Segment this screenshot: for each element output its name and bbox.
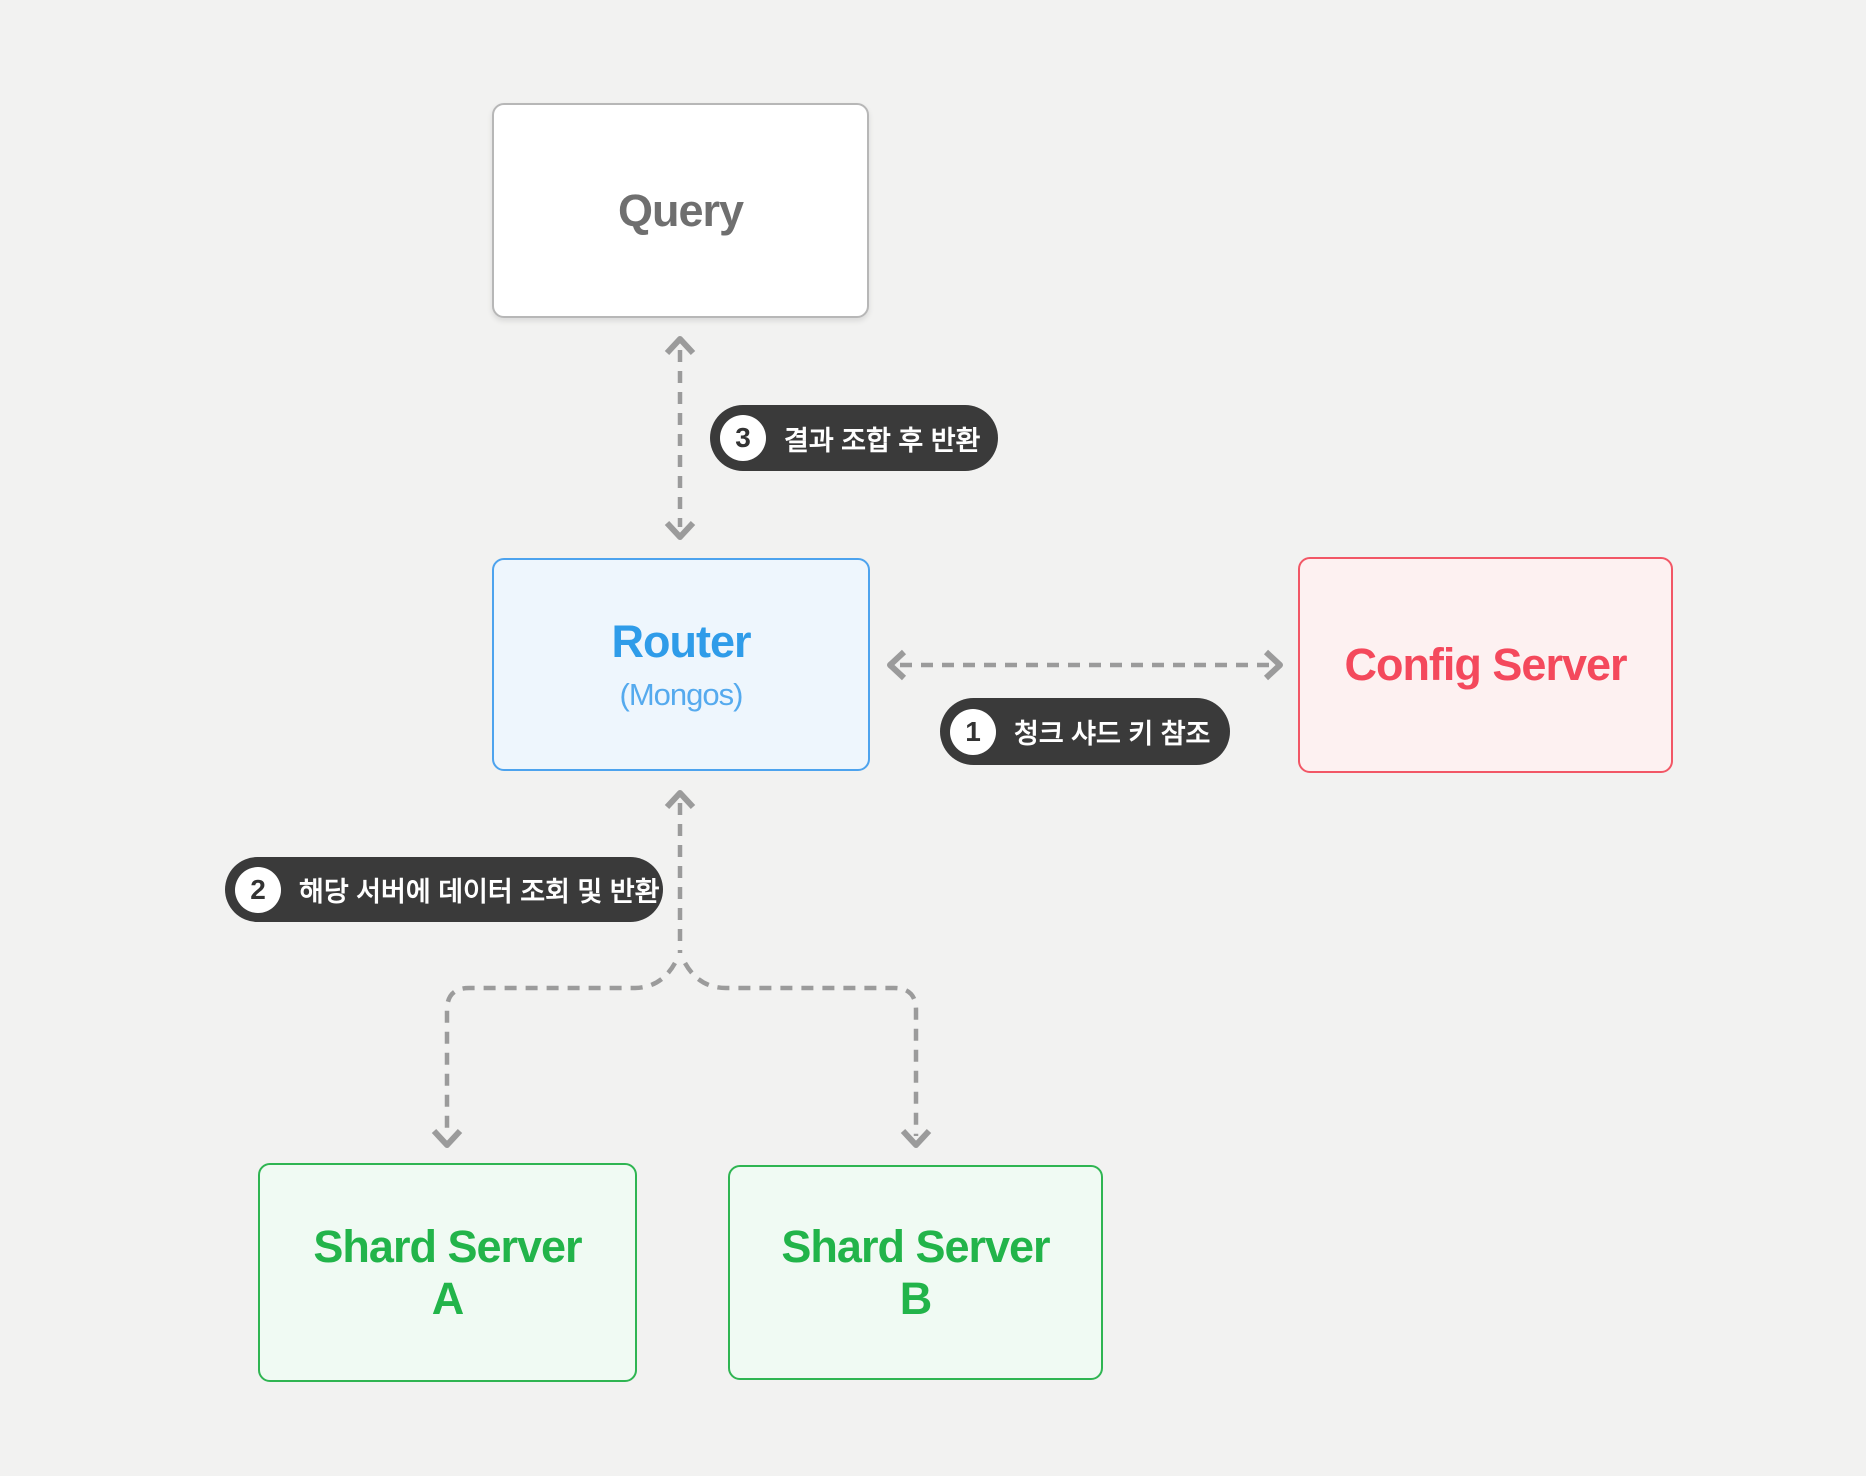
shard-server-a-node: Shard Server A xyxy=(258,1163,637,1382)
step-2-text: 해당 서버에 데이터 조회 및 반환 xyxy=(299,877,660,907)
arrow-up-icon xyxy=(664,790,696,810)
shard-server-a-letter: A xyxy=(431,1272,464,1324)
shard-server-b-title: Shard Server xyxy=(781,1220,1050,1272)
arrow-left-icon xyxy=(887,649,907,681)
router-node-sublabel: (Mongos) xyxy=(619,677,744,713)
shard-server-b-letter: B xyxy=(899,1272,932,1324)
shard-server-a-title: Shard Server xyxy=(313,1220,582,1272)
step-3-number: 3 xyxy=(720,415,766,461)
connector-router-shard-b xyxy=(683,961,919,1136)
shard-server-b-node: Shard Server B xyxy=(728,1165,1103,1380)
config-server-node-label: Config Server xyxy=(1344,639,1627,691)
step-3-text: 결과 조합 후 반환 xyxy=(784,425,981,456)
step-1-number: 1 xyxy=(950,708,996,755)
arrow-right-icon xyxy=(1263,649,1283,681)
step-2-badge: 2 해당 서버에 데이터 조회 및 반환 xyxy=(225,857,663,922)
shard-server-b-label: Shard Server B xyxy=(781,1220,1050,1325)
router-node-label: Router xyxy=(611,615,752,667)
config-server-node: Config Server xyxy=(1298,557,1673,773)
arrow-down-icon xyxy=(431,1128,463,1148)
arrow-down-icon xyxy=(900,1128,932,1148)
step-1-text: 청크 샤드 키 참조 xyxy=(1014,719,1211,749)
step-3-badge: 3 결과 조합 후 반환 xyxy=(710,405,998,471)
shard-server-a-label: Shard Server A xyxy=(313,1220,582,1325)
step-2-number: 2 xyxy=(235,866,281,913)
query-node: Query xyxy=(492,103,869,318)
step-1-badge: 1 청크 샤드 키 참조 xyxy=(940,698,1230,765)
router-node: Router (Mongos) xyxy=(492,558,870,771)
query-node-label: Query xyxy=(617,184,744,236)
arrow-up-icon xyxy=(664,336,696,356)
connector-router-shard-a xyxy=(444,961,677,1136)
arrow-down-icon xyxy=(664,520,696,540)
